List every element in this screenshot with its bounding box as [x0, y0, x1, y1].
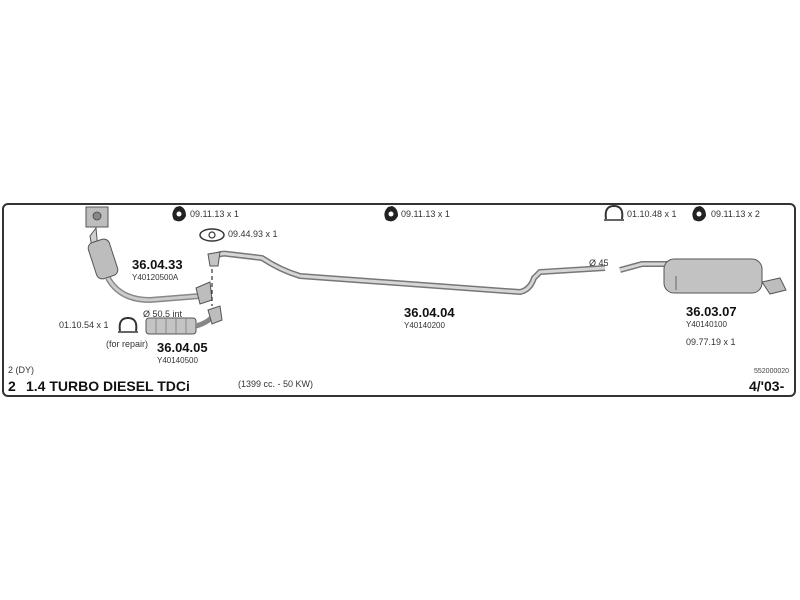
vehicle-variant: 2 (DY) — [8, 365, 35, 375]
engine-title: 1.4 TURBO DIESEL TDCi — [26, 378, 190, 394]
fitting-label-clamp-a: 09.11.13 x 1 — [190, 209, 239, 219]
ring-clamp-icon — [118, 316, 138, 333]
part-code-flex-pipe: Y40140500 — [157, 356, 198, 365]
middle-pipe-part[interactable] — [207, 250, 606, 296]
flex-pipe-part[interactable] — [145, 305, 223, 335]
fitting-label-gasket: 09.44.93 x 1 — [228, 229, 278, 239]
repair-note: (for repair) — [106, 339, 149, 349]
rubber-hanger-icon — [172, 206, 186, 222]
document-code: 552000020 — [754, 368, 790, 375]
catalyst-part[interactable] — [87, 226, 213, 305]
gasket-icon — [199, 228, 225, 242]
fitting-label-rear-extra: 09.77.19 x 1 — [686, 337, 736, 347]
door-count: 2 — [8, 378, 16, 394]
rear-silencer-part[interactable] — [619, 258, 787, 295]
rear-diameter-label: Ø 45 — [589, 258, 609, 268]
diagram-frame — [2, 203, 796, 397]
part-number-middle-pipe: 36.04.04 — [404, 305, 455, 320]
ring-clamp-icon — [604, 204, 624, 221]
fitting-label-clamp-b: 09.11.13 x 1 — [401, 209, 450, 219]
part-number-catalyst: 36.04.33 — [132, 257, 183, 272]
part-number-flex-pipe: 36.04.05 — [157, 340, 208, 355]
fitting-label-clamp-d: 09.11.13 x 2 — [711, 209, 760, 219]
part-code-catalyst: Y40120500A — [132, 273, 179, 282]
rubber-hanger-icon — [384, 206, 398, 222]
fitting-label-clamp-front: 01.10.54 x 1 — [59, 320, 109, 330]
part-code-middle-pipe: Y40140200 — [404, 321, 445, 330]
fitting-label-clamp-c: 01.10.48 x 1 — [627, 209, 677, 219]
manifold-flange — [85, 206, 109, 228]
production-date: 4/'03- — [749, 378, 785, 394]
engine-spec: (1399 cc. - 50 KW) — [238, 379, 314, 389]
rubber-hanger-icon — [692, 206, 706, 222]
part-code-rear-silencer: Y40140100 — [686, 320, 727, 329]
pipe-diameter-label: Ø 50.5 int — [143, 309, 183, 319]
part-number-rear-silencer: 36.03.07 — [686, 304, 737, 319]
